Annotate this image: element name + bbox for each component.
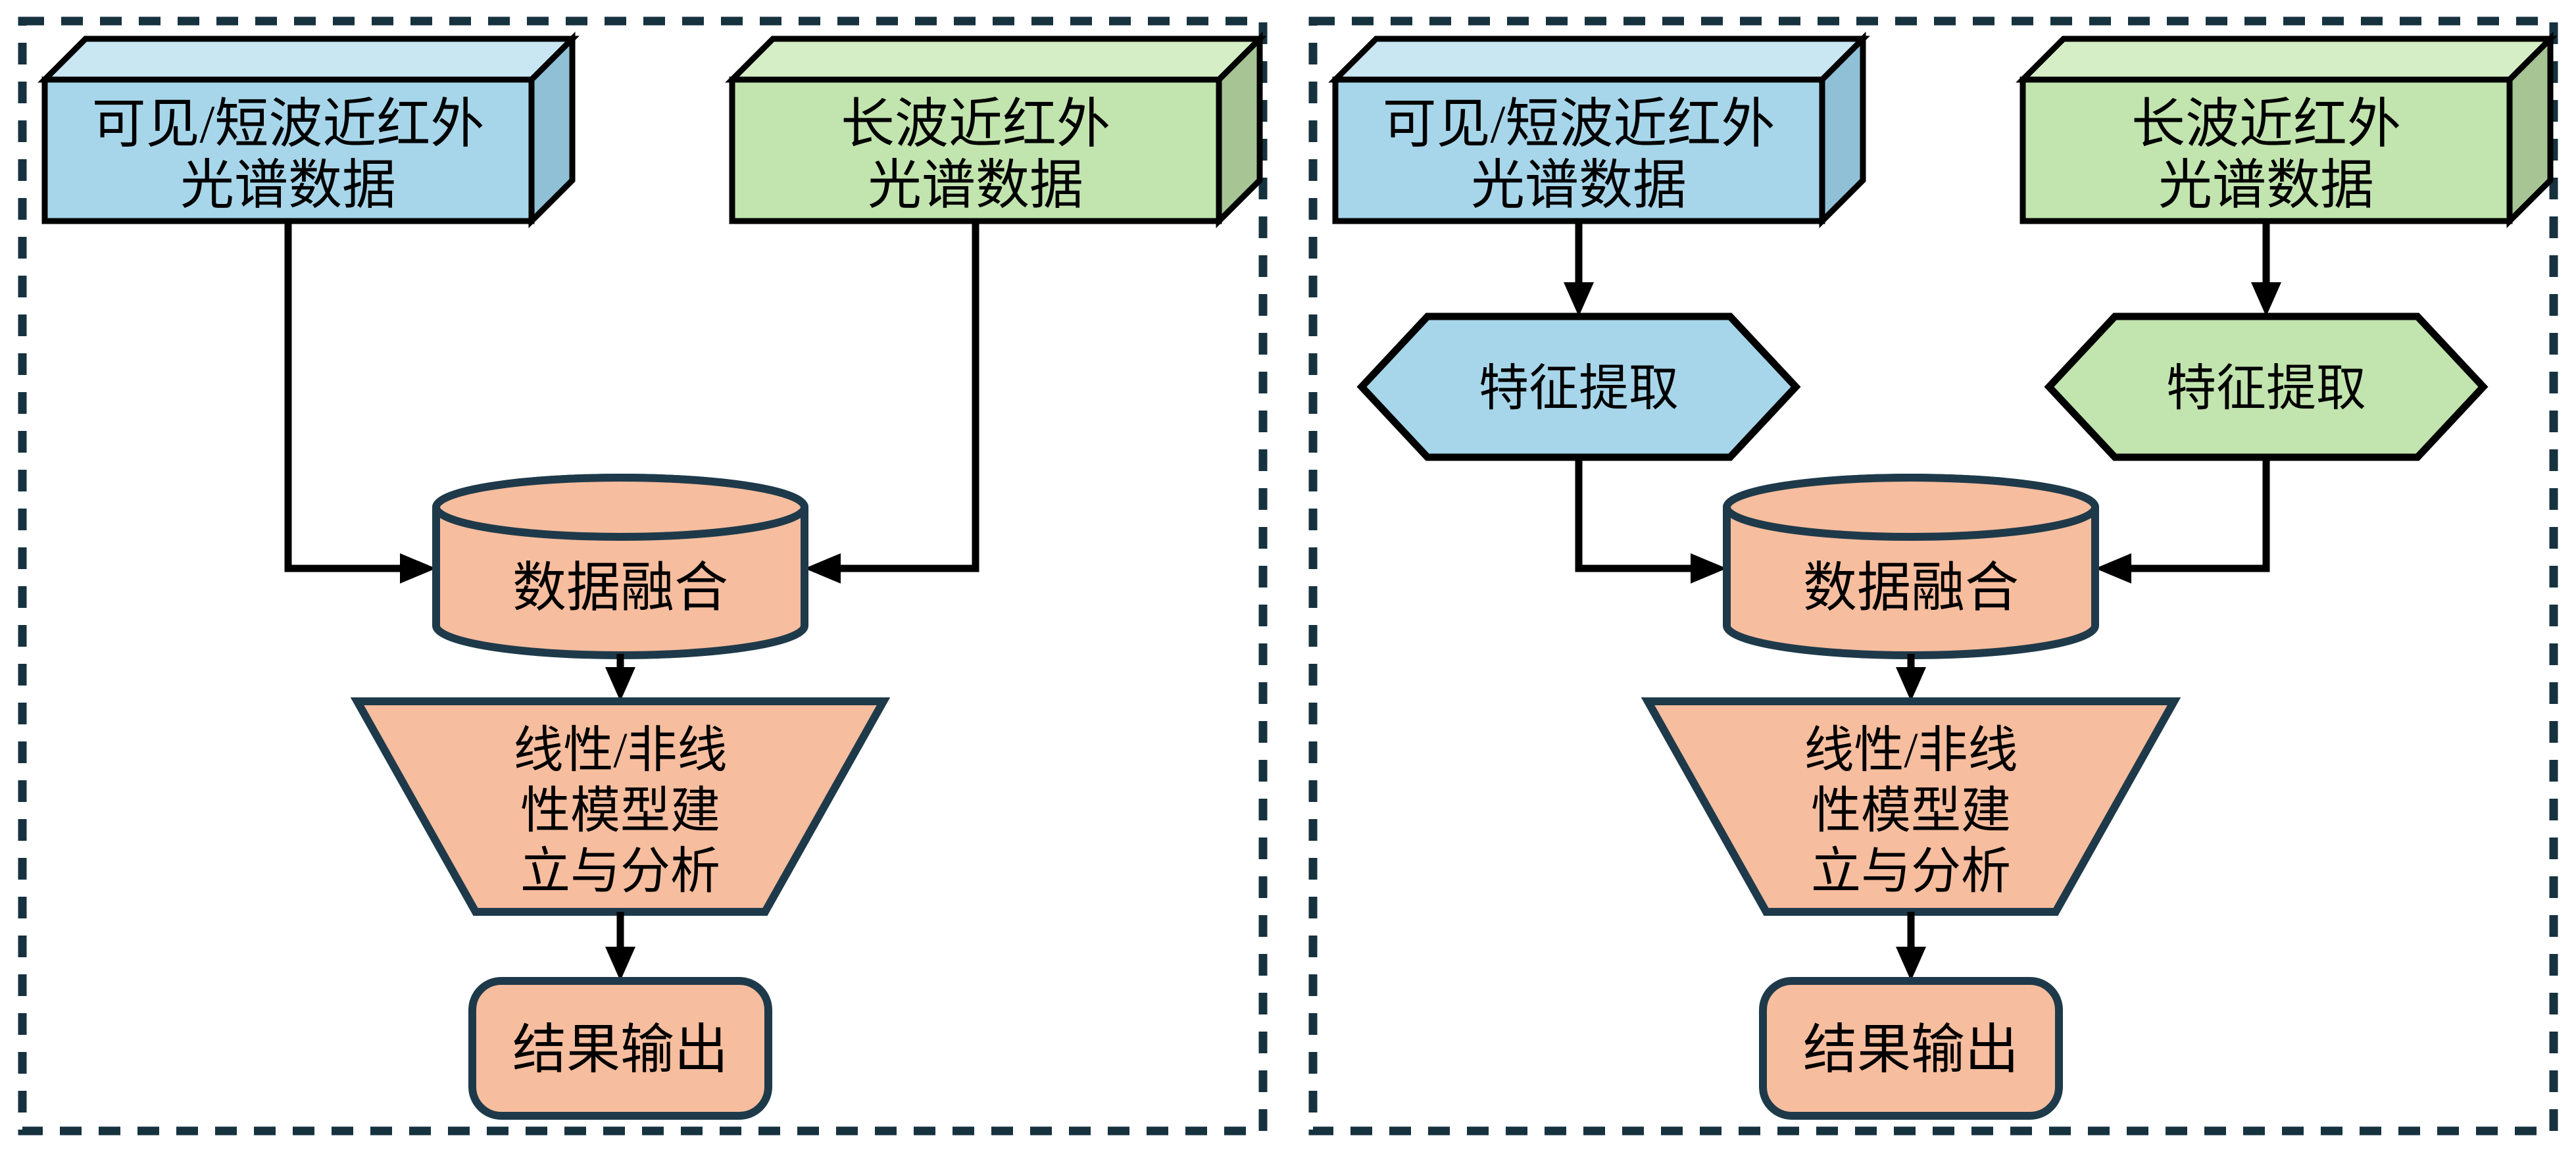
box-top-face xyxy=(2016,36,2558,83)
arrowhead-down xyxy=(1896,947,1926,981)
arrowhead-down xyxy=(2251,282,2281,316)
result-output-box: 结果输出 xyxy=(468,977,772,1120)
arrow-vis-to-feature xyxy=(1564,221,1594,316)
cylinder-top-rim xyxy=(1723,474,2099,541)
box-label-line2: 光谱数据 xyxy=(180,155,396,215)
panel-dashed-border xyxy=(18,16,1268,1136)
arrowhead-down xyxy=(605,947,635,981)
output-shape xyxy=(468,977,772,1120)
arrow-vis-feature-to-fusion xyxy=(1575,457,1727,584)
cylinder-label: 数据融合 xyxy=(512,558,728,618)
arrowhead-down xyxy=(605,667,635,701)
trapezoid-shape xyxy=(1641,697,2181,916)
box-front-face xyxy=(2019,76,2513,224)
box-top-face xyxy=(725,36,1267,83)
hexagon-shape xyxy=(2044,312,2489,461)
model-trapezoid: 线性/非线 性模型建 立与分析 xyxy=(1641,697,2181,916)
box-front-face xyxy=(1332,76,1825,224)
box-top-face xyxy=(37,36,580,83)
data-fusion-cylinder: 数据融合 xyxy=(1723,474,2099,659)
lwnir-data-box: 长波近红外 光谱数据 xyxy=(2016,32,2558,228)
output-label: 结果输出 xyxy=(1803,1020,2019,1080)
arrow-fusion-to-model xyxy=(605,654,635,701)
panel-feature-fusion: 可见/短波近红外 光谱数据 长波近红外 光谱数据 特征提取 特征提取 xyxy=(1308,16,2558,1136)
box-label-line2: 光谱数据 xyxy=(1471,155,1687,215)
feature-extraction-hexagon-vis: 特征提取 xyxy=(1356,312,1801,461)
arrow-model-to-output xyxy=(1896,912,1926,981)
box-front-face xyxy=(41,76,535,224)
model-trapezoid: 线性/非线 性模型建 立与分析 xyxy=(350,697,891,916)
panel-direct-fusion: 可见/短波近红外 光谱数据 长波近红外 光谱数据 数据融合 xyxy=(18,16,1268,1136)
arrow-lw-feature-to-fusion xyxy=(2095,457,2270,584)
trapezoid-label-line1: 线性/非线 xyxy=(1804,723,2018,778)
panel-dashed-border xyxy=(1308,16,2558,1136)
hexagon-label: 特征提取 xyxy=(2166,361,2366,416)
hexagon-label: 特征提取 xyxy=(1479,361,1679,416)
hexagon-shape xyxy=(1356,312,1801,461)
box-label-line1: 可见/短波近红外 xyxy=(92,94,485,154)
box-label-line1: 可见/短波近红外 xyxy=(1383,94,1775,154)
arrow-fusion-to-model xyxy=(1896,654,1926,701)
trapezoid-label-line3: 立与分析 xyxy=(1811,844,2011,899)
box-label-line2: 光谱数据 xyxy=(868,155,1083,215)
result-output-box: 结果输出 xyxy=(1759,977,2063,1120)
box-label-line2: 光谱数据 xyxy=(2158,155,2374,215)
box-label-line1: 长波近红外 xyxy=(2131,94,2401,154)
output-label: 结果输出 xyxy=(512,1020,728,1080)
trapezoid-label-line2: 性模型建 xyxy=(520,784,720,839)
arrowhead-down xyxy=(1564,282,1594,316)
box-top-face xyxy=(1328,36,1870,83)
trapezoid-shape xyxy=(350,697,891,916)
cylinder-top-rim xyxy=(432,474,808,541)
cylinder-label: 数据融合 xyxy=(1803,558,2019,618)
arrow-model-to-output xyxy=(605,912,635,981)
arrow-lw-to-feature xyxy=(2251,221,2281,316)
arrowhead-right xyxy=(1691,553,1727,584)
data-fusion-cylinder: 数据融合 xyxy=(432,474,808,659)
box-front-face xyxy=(729,76,1222,224)
arrowhead-right xyxy=(400,553,436,584)
arrowhead-left xyxy=(805,553,841,584)
visible-swnir-data-box: 可见/短波近红外 光谱数据 xyxy=(37,32,580,228)
trapezoid-label-line1: 线性/非线 xyxy=(513,723,727,778)
box-label-line1: 长波近红外 xyxy=(841,94,1110,154)
feature-extraction-hexagon-lw: 特征提取 xyxy=(2044,312,2489,461)
lwnir-data-box: 长波近红外 光谱数据 xyxy=(725,32,1267,228)
trapezoid-label-line3: 立与分析 xyxy=(520,844,720,899)
visible-swnir-data-box: 可见/短波近红外 光谱数据 xyxy=(1328,32,1870,228)
output-shape xyxy=(1759,977,2063,1120)
arrow-lw-to-fusion xyxy=(805,221,979,584)
arrowhead-down xyxy=(1896,667,1926,701)
trapezoid-label-line2: 性模型建 xyxy=(1811,784,2011,839)
arrowhead-left xyxy=(2095,553,2131,584)
arrow-vis-to-fusion xyxy=(284,221,436,584)
